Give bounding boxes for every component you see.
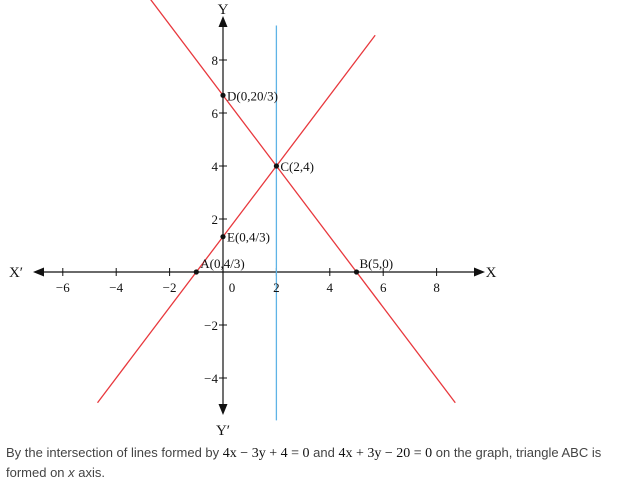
x-tick-label: 2 [273, 280, 280, 295]
x-axis-arrow-right [474, 267, 485, 277]
y-axis-label: Y [218, 2, 229, 18]
x-axis-negative-label: X′ [9, 265, 23, 281]
x-tick-label: −6 [56, 280, 70, 295]
y-tick-label: 8 [212, 53, 219, 68]
caption-prefix: By the intersection of lines formed by [6, 445, 220, 460]
point-label-e: E(0,4/3) [227, 230, 270, 245]
caption-suffix: axis. [78, 465, 106, 480]
point-c [273, 163, 279, 169]
point-b [353, 269, 360, 275]
caption-equation-1: 4x − 3y + 4 = 0 [222, 446, 310, 461]
point-label-b: B(5,0) [360, 256, 394, 271]
point-label-c: C(2,4) [280, 159, 314, 174]
y-axis-arrow-up [218, 16, 228, 27]
y-tick-label: −4 [204, 371, 218, 386]
origin-label: 0 [229, 280, 236, 295]
point-a [193, 269, 199, 275]
y-axis-arrow-down [218, 404, 228, 415]
y-axis-negative-label: Y′ [216, 423, 230, 439]
x-axis-label: X [486, 265, 497, 281]
caption-and: and [313, 445, 335, 460]
series-line-1 [96, 34, 376, 404]
x-tick-label: 4 [327, 280, 334, 295]
x-axis-arrow-left [33, 267, 44, 277]
caption: By the intersection of lines formed by 4… [6, 443, 614, 482]
y-tick-label: 6 [212, 106, 219, 121]
point-e [220, 234, 226, 240]
y-tick-label: 4 [212, 159, 219, 174]
caption-middle: on the graph, triangle ABC is formed on [6, 445, 602, 480]
x-tick-label: −4 [109, 280, 123, 295]
caption-equation-2: 4x + 3y − 20 = 0 [338, 446, 433, 461]
point-d [220, 92, 226, 98]
coordinate-graph: X X′ Y Y′ 0 −6 −4 −2 2 4 6 8 8 6 4 2 −2 −4 A(0,4/3) B(5,0) C… [9, 0, 497, 439]
caption-variable: x [68, 465, 75, 480]
point-label-d: D(0,20/3) [227, 88, 278, 103]
x-tick-label: 8 [433, 280, 440, 295]
point-label-a: A(0,4/3) [200, 256, 244, 271]
y-tick-label: 2 [212, 212, 219, 227]
x-tick-label: −2 [163, 280, 177, 295]
y-tick-label: −2 [204, 318, 218, 333]
x-tick-label: 6 [380, 280, 387, 295]
series-line-2 [150, 0, 456, 404]
